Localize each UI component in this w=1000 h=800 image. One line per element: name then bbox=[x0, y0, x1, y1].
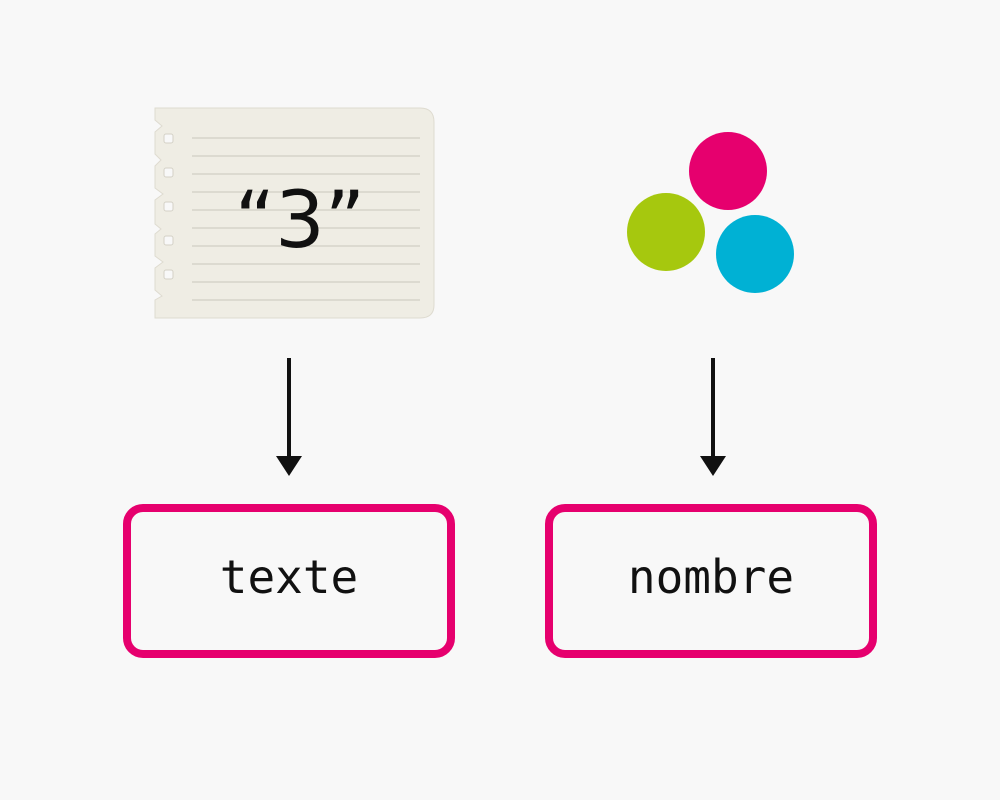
type-label-nombre: nombre bbox=[628, 550, 794, 604]
type-box-texte: texte bbox=[123, 504, 455, 658]
arrow-left bbox=[276, 358, 302, 476]
green-dot bbox=[627, 193, 705, 271]
type-box-nombre: nombre bbox=[545, 504, 877, 658]
note-value-text: “3” bbox=[235, 176, 365, 266]
magenta-dot bbox=[689, 132, 767, 210]
blue-dot bbox=[716, 215, 794, 293]
type-label-texte: texte bbox=[220, 550, 358, 604]
arrow-right bbox=[700, 358, 726, 476]
notepaper-image: “3” bbox=[154, 107, 435, 319]
dots-cluster-image bbox=[627, 132, 794, 293]
